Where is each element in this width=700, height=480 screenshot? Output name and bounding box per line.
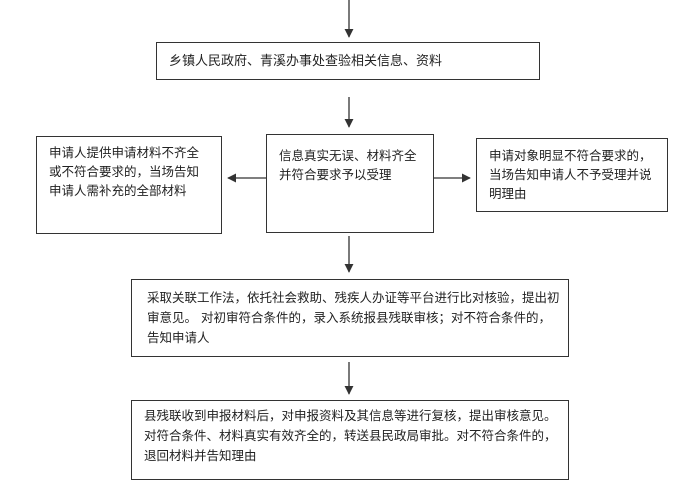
step-verify-box: 乡镇人民政府、青溪办事处查验相关信息、资料 [156,42,540,80]
step-initial-review-text: 采取关联工作法，依托社会救助、残疾人办证等平台进行比对核验，提出初审意见。 对初… [147,290,560,345]
branch-incomplete-box: 申请人提供申请材料不齐全或不符合要求的，当场告知申请人需补充的全部材料 [36,136,222,234]
branch-reject-box: 申请对象明显不符合要求的，当场告知申请人不予受理并说明理由 [476,138,668,212]
flowchart: 乡镇人民政府、青溪办事处查验相关信息、资料 信息真实无误、材料齐全并符合要求予以… [36,0,668,480]
step-accept-box: 信息真实无误、材料齐全并符合要求予以受理 [266,134,434,233]
step-county-review-text: 县残联收到申报材料后，对申报资料及其信息等进行复核，提出审核意见。对符合条件、材… [144,408,557,463]
branch-reject-text: 申请对象明显不符合要求的，当场告知申请人不予受理并说明理由 [489,148,652,201]
step-verify-text: 乡镇人民政府、青溪办事处查验相关信息、资料 [169,54,443,69]
step-accept-text: 信息真实无误、材料齐全并符合要求予以受理 [279,148,417,182]
flow-connectors [227,0,471,395]
step-initial-review-box: 采取关联工作法，依托社会救助、残疾人办证等平台进行比对核验，提出初审意见。 对初… [131,279,569,357]
step-county-review-box: 县残联收到申报材料后，对申报资料及其信息等进行复核，提出审核意见。对符合条件、材… [131,400,569,480]
branch-incomplete-text: 申请人提供申请材料不齐全或不符合要求的，当场告知申请人需补充的全部材料 [49,145,200,198]
